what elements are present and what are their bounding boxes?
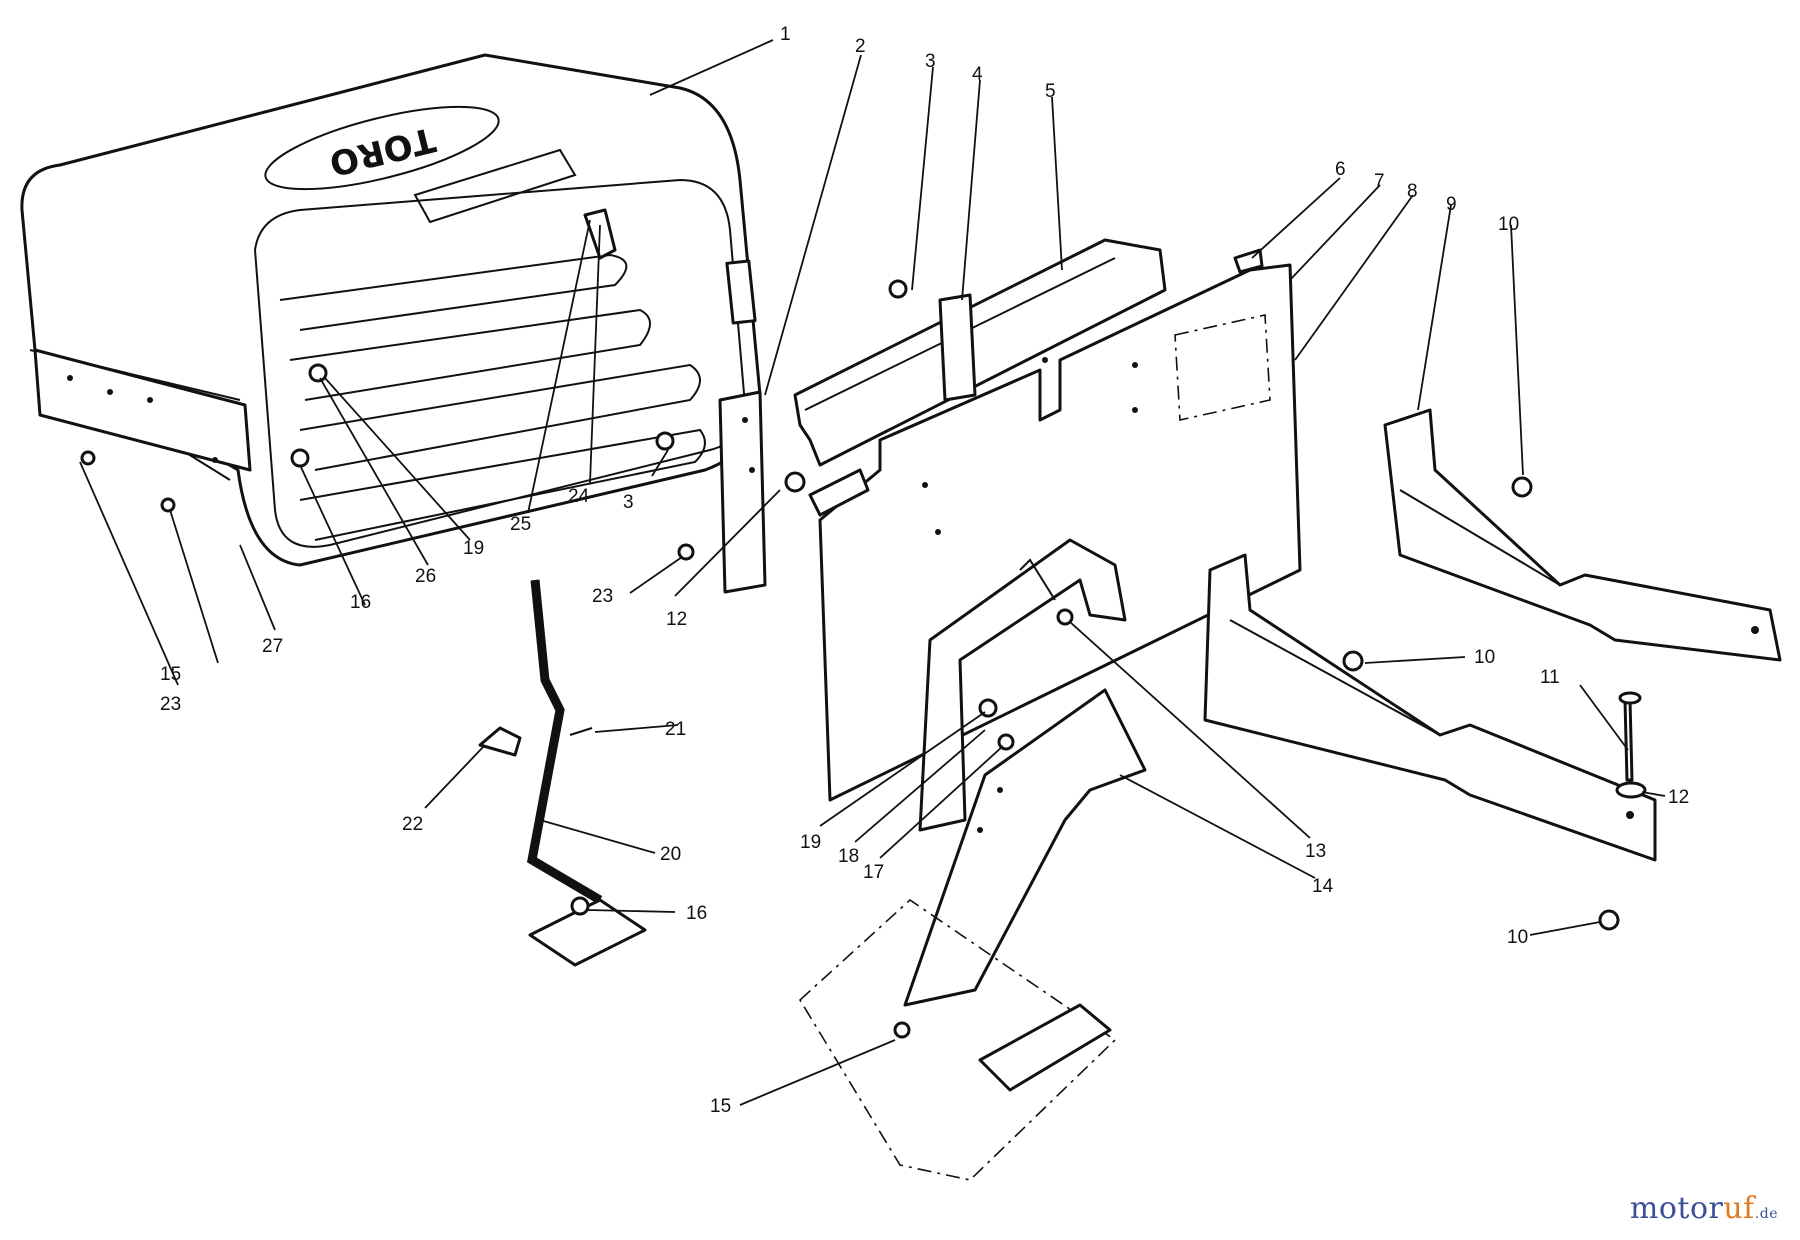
motoruf-watermark: motoruf.de [1629, 1191, 1778, 1226]
callout-6: 6 [1335, 159, 1346, 180]
callout-13: 13 [1305, 841, 1326, 862]
hopper-front-plate [33, 348, 252, 472]
callout-10: 10 [1474, 647, 1495, 668]
callout-10: 10 [1498, 214, 1519, 235]
grass-bag-hopper: TORO [20, 53, 762, 567]
hopper-nut-bottom [290, 448, 310, 468]
bracket-4 [938, 293, 977, 402]
control-lever [478, 579, 647, 967]
callout-10: 10 [1507, 927, 1528, 948]
callout-14: 14 [1312, 876, 1334, 897]
callout-labels: 1 2 3 3 4 5 6 7 8 9 10 10 10 11 12 12 13… [160, 24, 1689, 1117]
callout-15: 15 [710, 1096, 731, 1117]
lower-hitch-arm [1203, 553, 1657, 862]
callout-22: 22 [402, 814, 423, 835]
callout-16: 16 [686, 903, 707, 924]
bolt-11 [1615, 691, 1647, 799]
callout-23: 23 [160, 694, 181, 715]
callout-11: 11 [1540, 667, 1560, 688]
hardware [80, 248, 1620, 1039]
callout-18: 18 [838, 846, 859, 867]
callout-17: 17 [863, 862, 884, 883]
callout-3: 3 [623, 492, 634, 513]
decal-label [808, 468, 870, 517]
spring-21 [569, 727, 593, 736]
saddle-bracket [918, 538, 1127, 832]
callout-7: 7 [1374, 171, 1385, 192]
callout-12: 12 [1668, 787, 1689, 808]
callout-25: 25 [510, 514, 531, 535]
hopper-top-handle [413, 148, 577, 224]
callout-8: 8 [1407, 181, 1418, 202]
hopper-nut-left [308, 363, 328, 383]
channel-rail [793, 238, 1167, 467]
callout-26: 26 [415, 566, 436, 587]
deflector-plate [798, 898, 1117, 1181]
callout-2: 2 [855, 36, 866, 57]
leader-lines [79, 39, 1666, 1106]
callout-19: 19 [800, 832, 821, 853]
callout-1: 1 [780, 24, 791, 45]
callout-5: 5 [1045, 81, 1056, 102]
callout-23: 23 [592, 586, 613, 607]
washer-12 [1615, 781, 1647, 799]
callout-12: 12 [666, 609, 687, 630]
callout-9: 9 [1446, 194, 1457, 215]
callout-19: 19 [463, 538, 484, 559]
callout-21: 21 [665, 719, 686, 740]
callout-15: 15 [160, 664, 181, 685]
callout-16: 16 [350, 592, 371, 613]
toro-logo-badge [264, 105, 500, 191]
lever-bracket-22 [478, 726, 522, 757]
callout-3: 3 [925, 51, 936, 72]
vertical-bracket [718, 390, 767, 594]
upper-hitch-arm [1383, 408, 1782, 662]
callout-27: 27 [262, 636, 283, 657]
callout-24: 24 [568, 486, 590, 507]
callout-4: 4 [972, 64, 983, 85]
side-plate [903, 688, 1147, 1007]
latch-bracket [725, 259, 757, 325]
callout-20: 20 [660, 844, 681, 865]
